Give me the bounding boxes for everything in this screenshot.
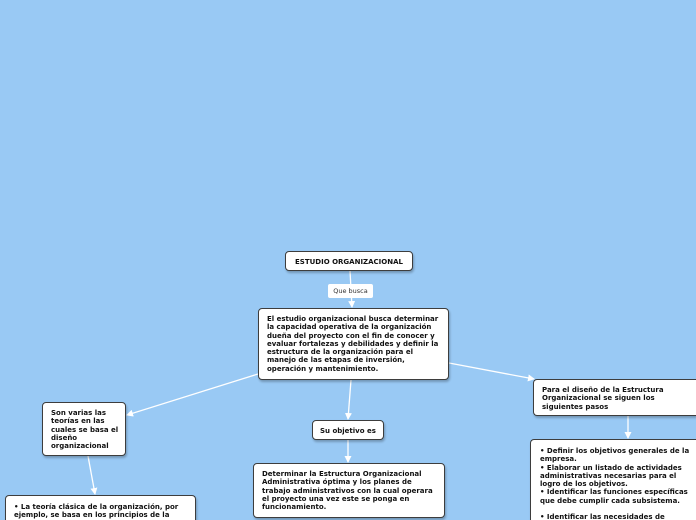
connector-definition-to-theories (126, 373, 259, 417)
root-node[interactable]: ESTUDIO ORGANIZACIONAL (285, 251, 413, 271)
theories-detail-node[interactable]: • La teoría clásica de la organización, … (5, 495, 196, 520)
design-node[interactable]: Para el diseño de la Estructura Organiza… (533, 379, 696, 416)
connector-theories-to-detail (87, 455, 98, 495)
link-label-que-busca[interactable]: Que busca (328, 284, 373, 298)
theories-node[interactable]: Son varias las teorías en las cuales se … (42, 402, 126, 456)
design-steps-node[interactable]: • Definir los objetivos generales de la … (530, 439, 696, 520)
objective-detail-node[interactable]: Determinar la Estructura Organizacional … (253, 463, 445, 518)
connector-definition-to-objective (344, 379, 352, 420)
connector-definition-to-design (448, 362, 535, 382)
objective-node[interactable]: Su objetivo es (312, 420, 384, 440)
definition-node[interactable]: El estudio organizacional busca determin… (258, 308, 449, 380)
